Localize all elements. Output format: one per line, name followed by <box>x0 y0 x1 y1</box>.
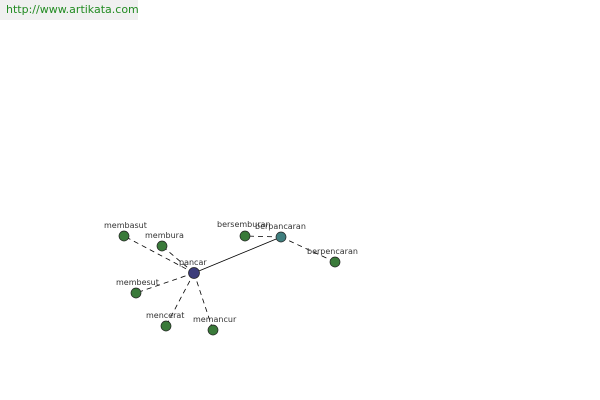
node-label-berpancaran[interactable]: berpancaran <box>255 222 306 231</box>
node-label-bersemburan[interactable]: bersemburan <box>217 220 271 229</box>
node-berpencaran[interactable] <box>329 256 341 268</box>
node-mencerat[interactable] <box>160 320 172 332</box>
node-label-berpencaran[interactable]: berpencaran <box>307 247 358 256</box>
node-membesut[interactable] <box>130 287 142 299</box>
node-label-memancur[interactable]: memancur <box>193 315 237 324</box>
node-membura[interactable] <box>156 240 168 252</box>
node-memancur[interactable] <box>207 324 219 336</box>
node-label-mencerat[interactable]: mencerat <box>146 311 184 320</box>
node-membasut[interactable] <box>118 230 130 242</box>
edges-layer <box>123 235 336 331</box>
edge-pancar-membura <box>161 245 195 274</box>
node-label-pancar[interactable]: pancar <box>179 258 207 267</box>
node-label-membasut[interactable]: membasut <box>104 221 147 230</box>
edge-pancar-memancur <box>193 272 214 331</box>
edge-berpancaran-bersemburan <box>244 235 282 238</box>
edge-pancar-berpancaran <box>193 236 282 274</box>
node-berpancaran[interactable] <box>275 231 287 243</box>
edge-pancar-mencerat <box>165 272 195 327</box>
site-url[interactable]: http://www.artikata.com <box>0 0 139 20</box>
nodes-layer <box>118 230 341 336</box>
edge-pancar-membasut <box>123 235 195 274</box>
edge-pancar-membesut <box>135 272 195 294</box>
node-label-membura[interactable]: membura <box>145 231 184 240</box>
node-pancar[interactable] <box>188 267 200 279</box>
edge-berpancaran-berpencaran <box>280 236 336 263</box>
node-bersemburan[interactable] <box>239 230 251 242</box>
node-label-membesut[interactable]: membesut <box>116 278 159 287</box>
